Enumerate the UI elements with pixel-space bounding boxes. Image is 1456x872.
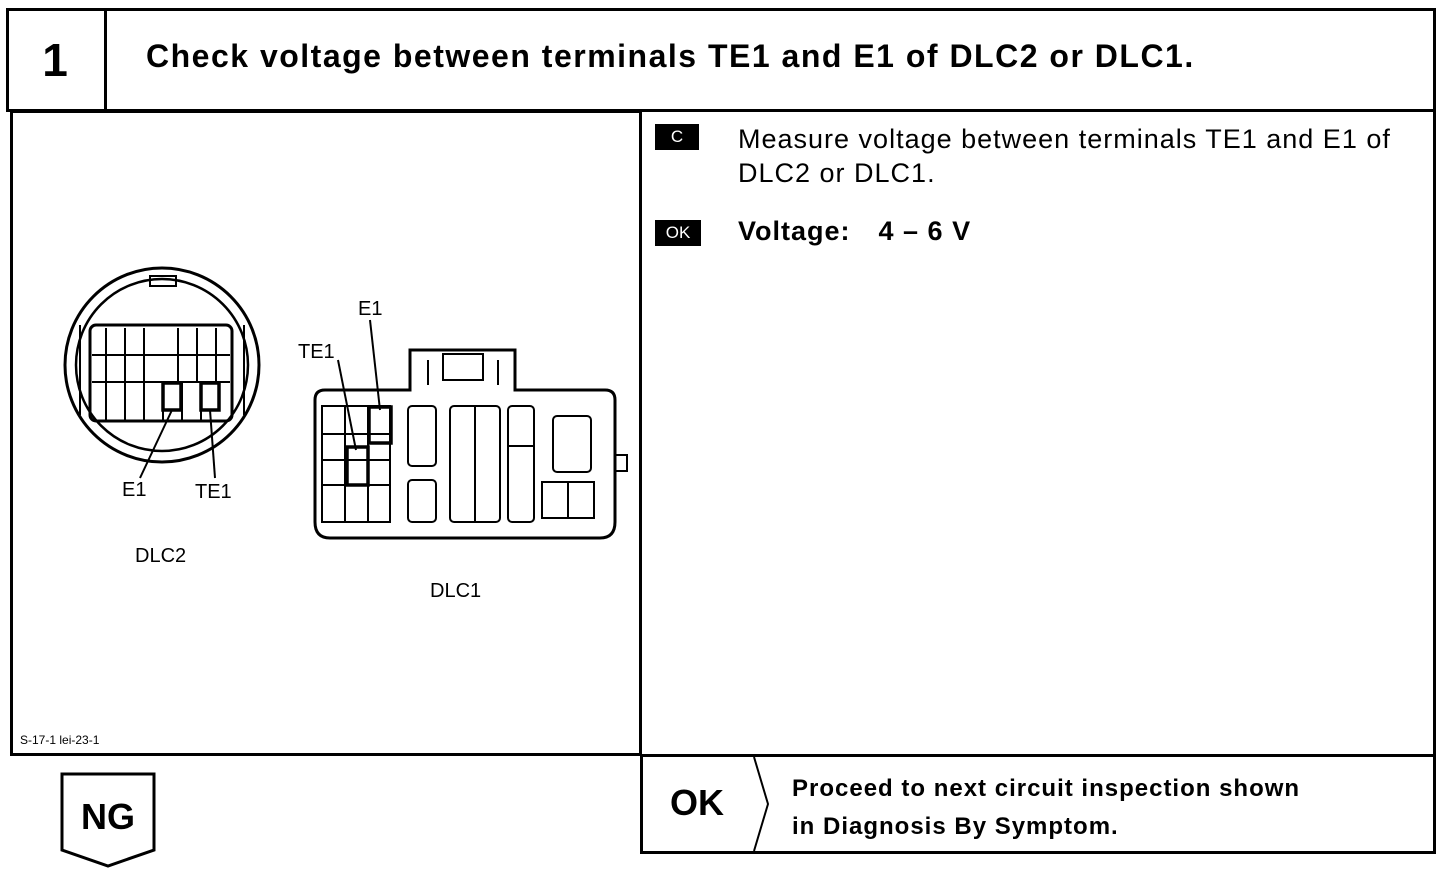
dlc1-connector bbox=[313, 319, 628, 540]
check-badge: C bbox=[655, 124, 699, 150]
connector-diagram: E1 TE1 DLC2 TE1 E1 DLC1 bbox=[63, 266, 628, 602]
dlc1-te1-label: TE1 bbox=[298, 341, 335, 363]
dlc1-label: DLC1 bbox=[430, 580, 481, 602]
step-title: Check voltage between terminals TE1 and … bbox=[146, 38, 1195, 74]
ng-flag bbox=[60, 772, 156, 868]
voltage-spec-label: Voltage: bbox=[738, 216, 851, 246]
dlc2-label: DLC2 bbox=[135, 545, 186, 567]
ok-result-box bbox=[640, 754, 1436, 854]
right-panel-border bbox=[1433, 110, 1436, 756]
step-number: 1 bbox=[42, 34, 68, 86]
ok-result-text-line2: in Diagnosis By Symptom. bbox=[792, 813, 1119, 840]
panel-divider bbox=[639, 110, 642, 756]
voltage-spec-value: 4 – 6 V bbox=[878, 216, 972, 246]
ok-arrow-divider bbox=[753, 757, 770, 851]
ok-result-text-line1: Proceed to next circuit inspection shown bbox=[792, 775, 1301, 802]
ok-spec-badge: OK bbox=[655, 220, 701, 246]
dlc2-connector bbox=[63, 266, 261, 479]
step-number-cell bbox=[6, 8, 107, 112]
dlc2-e1-label: E1 bbox=[122, 479, 146, 501]
figure-code: S-17-1 lei-23-1 bbox=[20, 733, 100, 747]
ok-result-text: Proceed to next circuit inspection shown… bbox=[792, 770, 1300, 846]
ok-result-label: OK bbox=[670, 782, 724, 823]
instruction-text: Measure voltage between terminals TE1 an… bbox=[738, 124, 1391, 188]
step-header bbox=[6, 8, 1436, 112]
dlc1-e1-label: E1 bbox=[358, 298, 382, 320]
ng-result-label: NG bbox=[81, 796, 135, 837]
dlc2-te1-label: TE1 bbox=[195, 481, 232, 503]
voltage-spec: Voltage: 4 – 6 V bbox=[738, 216, 971, 247]
